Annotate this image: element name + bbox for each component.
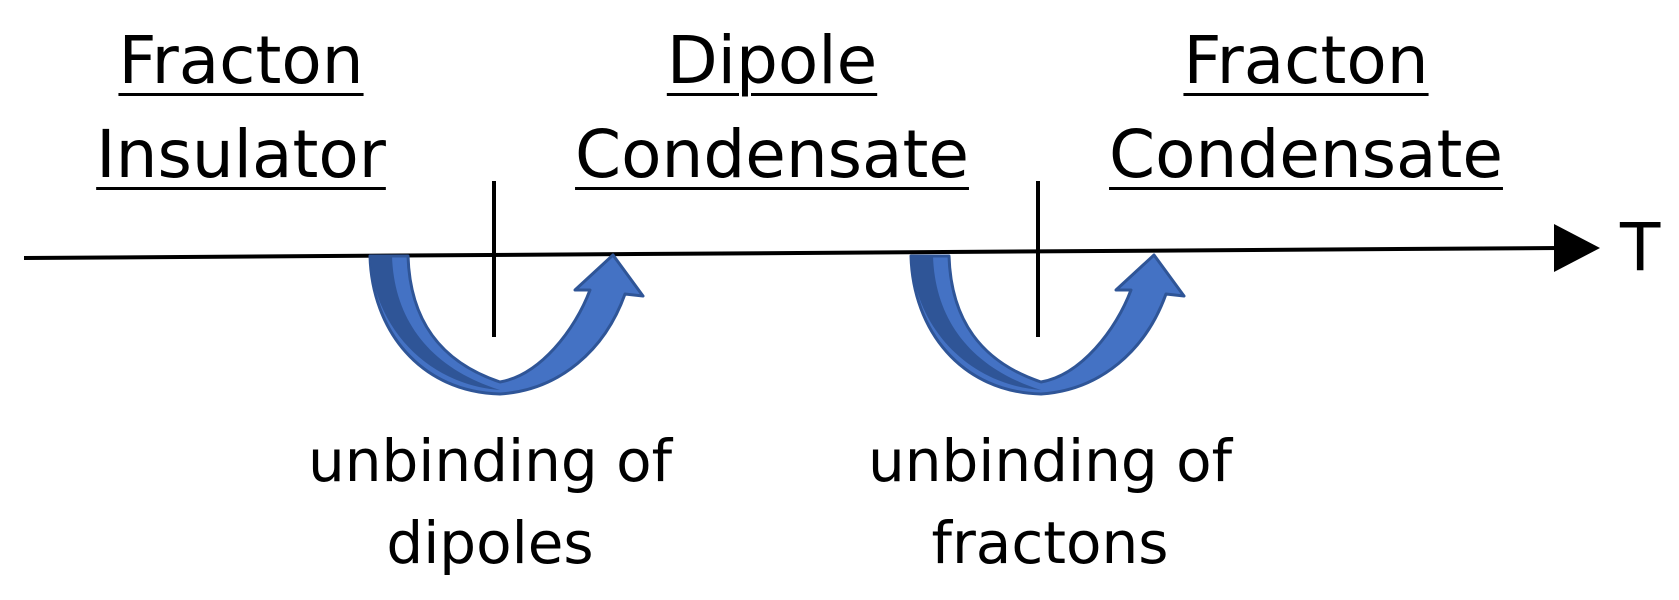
- caption-line1: unbinding of: [307, 427, 673, 495]
- phase-label-line1: Dipole: [666, 22, 878, 99]
- phase-label-line1: Fracton: [1183, 22, 1429, 99]
- phase-dipole-condensate: Dipole Condensate: [572, 14, 972, 202]
- caption-line1: unbinding of: [867, 427, 1233, 495]
- phase-label-line2: Condensate: [575, 116, 969, 193]
- phase-fracton-insulator: Fracton Insulator: [41, 14, 441, 202]
- curved-arrow-icon: [368, 253, 645, 396]
- phase-label-line2: Insulator: [96, 116, 386, 193]
- curved-arrow-icon: [909, 253, 1186, 396]
- phase-label-line1: Fracton: [118, 22, 364, 99]
- phase-fracton-condensate: Fracton Condensate: [1106, 14, 1506, 202]
- axis-arrowhead-icon: [1554, 224, 1600, 272]
- axis-label: T: [1620, 209, 1661, 286]
- transition-caption-fractons: unbinding of fractons: [850, 420, 1250, 584]
- caption-line2: fractons: [931, 509, 1169, 577]
- phase-label-line2: Condensate: [1109, 116, 1503, 193]
- temperature-axis: [23, 246, 1561, 260]
- transition-caption-dipoles: unbinding of dipoles: [290, 420, 690, 584]
- caption-line2: dipoles: [386, 509, 594, 577]
